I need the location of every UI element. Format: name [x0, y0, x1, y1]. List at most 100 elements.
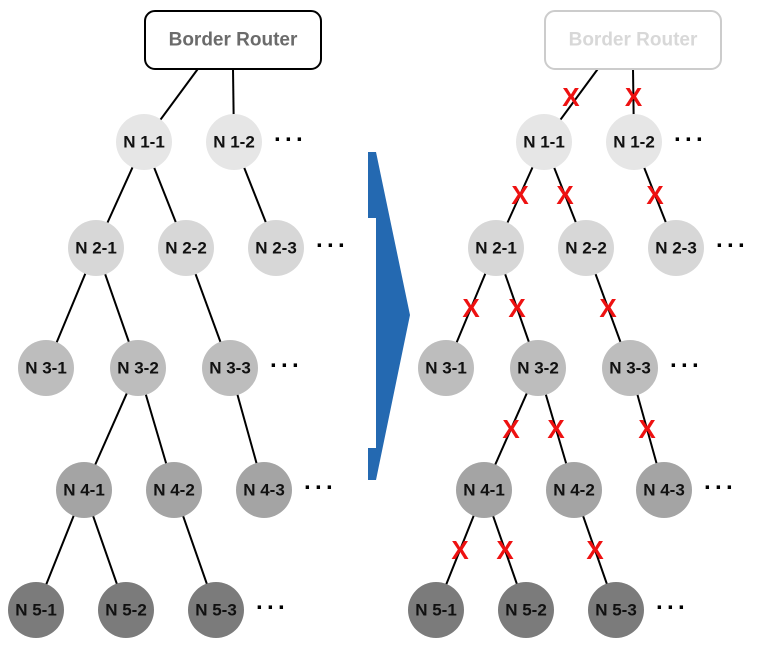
- broken-link-cross-n-2-1-n-3-1: X: [462, 293, 480, 323]
- ellipsis-n-2-3: ···: [716, 233, 749, 260]
- ellipsis-n-5-3: ···: [656, 595, 689, 622]
- node-n-5-1: N 5-1: [8, 582, 64, 638]
- border-router-label: Border Router: [169, 30, 298, 51]
- node-label: N 1-2: [613, 133, 655, 152]
- node-circle: [546, 462, 602, 518]
- node-circle: [18, 340, 74, 396]
- node-circle: [636, 462, 692, 518]
- node-n-1-2: N 1-2: [606, 114, 662, 170]
- node-n-5-3: N 5-3: [588, 582, 644, 638]
- node-label: N 4-1: [63, 481, 105, 500]
- broken-link-cross-n-3-3-n-4-3: X: [638, 414, 656, 444]
- node-label: N 2-3: [655, 239, 697, 258]
- node-circle: [648, 220, 704, 276]
- border-router-box: [544, 10, 722, 70]
- node-n-4-3: N 4-3: [236, 462, 292, 518]
- node-label: N 3-1: [25, 359, 67, 378]
- node-n-1-1: N 1-1: [116, 114, 172, 170]
- transition-arrow: [368, 152, 410, 480]
- node-n-2-3: N 2-3: [648, 220, 704, 276]
- node-n-4-2: N 4-2: [546, 462, 602, 518]
- node-label: N 2-1: [75, 239, 117, 258]
- node-circle: [606, 114, 662, 170]
- node-circle: [588, 582, 644, 638]
- node-label: N 5-1: [15, 601, 57, 620]
- node-circle: [8, 582, 64, 638]
- border-router-label: Border Router: [569, 30, 698, 51]
- left-border-router: Border Router: [144, 10, 322, 70]
- node-circle: [516, 114, 572, 170]
- node-n-3-1: N 3-1: [418, 340, 474, 396]
- node-label: N 5-3: [195, 601, 237, 620]
- node-label: N 2-2: [565, 239, 607, 258]
- ellipsis-n-1-2: ···: [274, 127, 307, 154]
- node-n-3-2: N 3-2: [110, 340, 166, 396]
- node-n-4-2: N 4-2: [146, 462, 202, 518]
- node-circle: [98, 582, 154, 638]
- node-n-3-2: N 3-2: [510, 340, 566, 396]
- ellipsis-n-5-3: ···: [256, 595, 289, 622]
- node-label: N 4-3: [243, 481, 285, 500]
- node-n-3-3: N 3-3: [202, 340, 258, 396]
- node-n-5-3: N 5-3: [188, 582, 244, 638]
- node-circle: [248, 220, 304, 276]
- node-circle: [202, 340, 258, 396]
- node-label: N 2-1: [475, 239, 517, 258]
- node-label: N 2-2: [165, 239, 207, 258]
- node-label: N 1-1: [123, 133, 165, 152]
- broken-link-cross-root-n-1-1: X: [562, 82, 580, 112]
- node-n-2-2: N 2-2: [558, 220, 614, 276]
- ellipsis-n-3-3: ···: [670, 353, 703, 380]
- broken-link-cross-n-1-2-n-2-3: X: [646, 180, 664, 210]
- border-router-box: [144, 10, 322, 70]
- ellipsis-n-4-3: ···: [304, 475, 337, 502]
- broken-link-cross-n-3-2-n-4-2: X: [547, 414, 565, 444]
- left-tree-panel: Border Router N 1-1 N 1-2 N 2-1 N 2-2 N 2-3 N …: [8, 10, 349, 638]
- node-n-4-1: N 4-1: [456, 462, 512, 518]
- ellipsis-n-3-3: ···: [270, 353, 303, 380]
- broken-link-cross-n-4-1-n-5-1: X: [451, 535, 469, 565]
- node-n-5-1: N 5-1: [408, 582, 464, 638]
- broken-link-cross-n-1-1-n-2-2: X: [556, 180, 574, 210]
- node-label: N 2-3: [255, 239, 297, 258]
- node-n-2-1: N 2-1: [468, 220, 524, 276]
- node-label: N 5-3: [595, 601, 637, 620]
- node-label: N 4-2: [553, 481, 595, 500]
- node-label: N 1-2: [213, 133, 255, 152]
- broken-link-cross-n-4-1-n-5-2: X: [496, 535, 514, 565]
- node-circle: [68, 220, 124, 276]
- node-n-2-3: N 2-3: [248, 220, 304, 276]
- node-circle: [498, 582, 554, 638]
- node-n-2-1: N 2-1: [68, 220, 124, 276]
- node-n-1-2: N 1-2: [206, 114, 262, 170]
- node-circle: [456, 462, 512, 518]
- node-label: N 1-1: [523, 133, 565, 152]
- node-label: N 3-3: [609, 359, 651, 378]
- node-circle: [116, 114, 172, 170]
- node-circle: [206, 114, 262, 170]
- ellipsis-n-2-3: ···: [316, 233, 349, 260]
- node-circle: [510, 340, 566, 396]
- node-n-5-2: N 5-2: [98, 582, 154, 638]
- node-label: N 3-2: [117, 359, 159, 378]
- ellipsis-n-4-3: ···: [704, 475, 737, 502]
- broken-link-cross-root-n-1-2: X: [625, 82, 643, 112]
- node-label: N 3-1: [425, 359, 467, 378]
- node-label: N 3-2: [517, 359, 559, 378]
- node-circle: [188, 582, 244, 638]
- ellipsis-n-1-2: ···: [674, 127, 707, 154]
- node-circle: [146, 462, 202, 518]
- node-n-1-1: N 1-1: [516, 114, 572, 170]
- node-circle: [468, 220, 524, 276]
- node-label: N 4-3: [643, 481, 685, 500]
- node-circle: [418, 340, 474, 396]
- broken-link-cross-n-2-2-n-3-3: X: [599, 293, 617, 323]
- broken-link-cross-n-3-2-n-4-1: X: [502, 414, 520, 444]
- broken-link-cross-n-1-1-n-2-1: X: [511, 180, 529, 210]
- broken-link-cross-n-4-2-n-5-3: X: [586, 535, 604, 565]
- node-n-3-3: N 3-3: [602, 340, 658, 396]
- node-n-4-1: N 4-1: [56, 462, 112, 518]
